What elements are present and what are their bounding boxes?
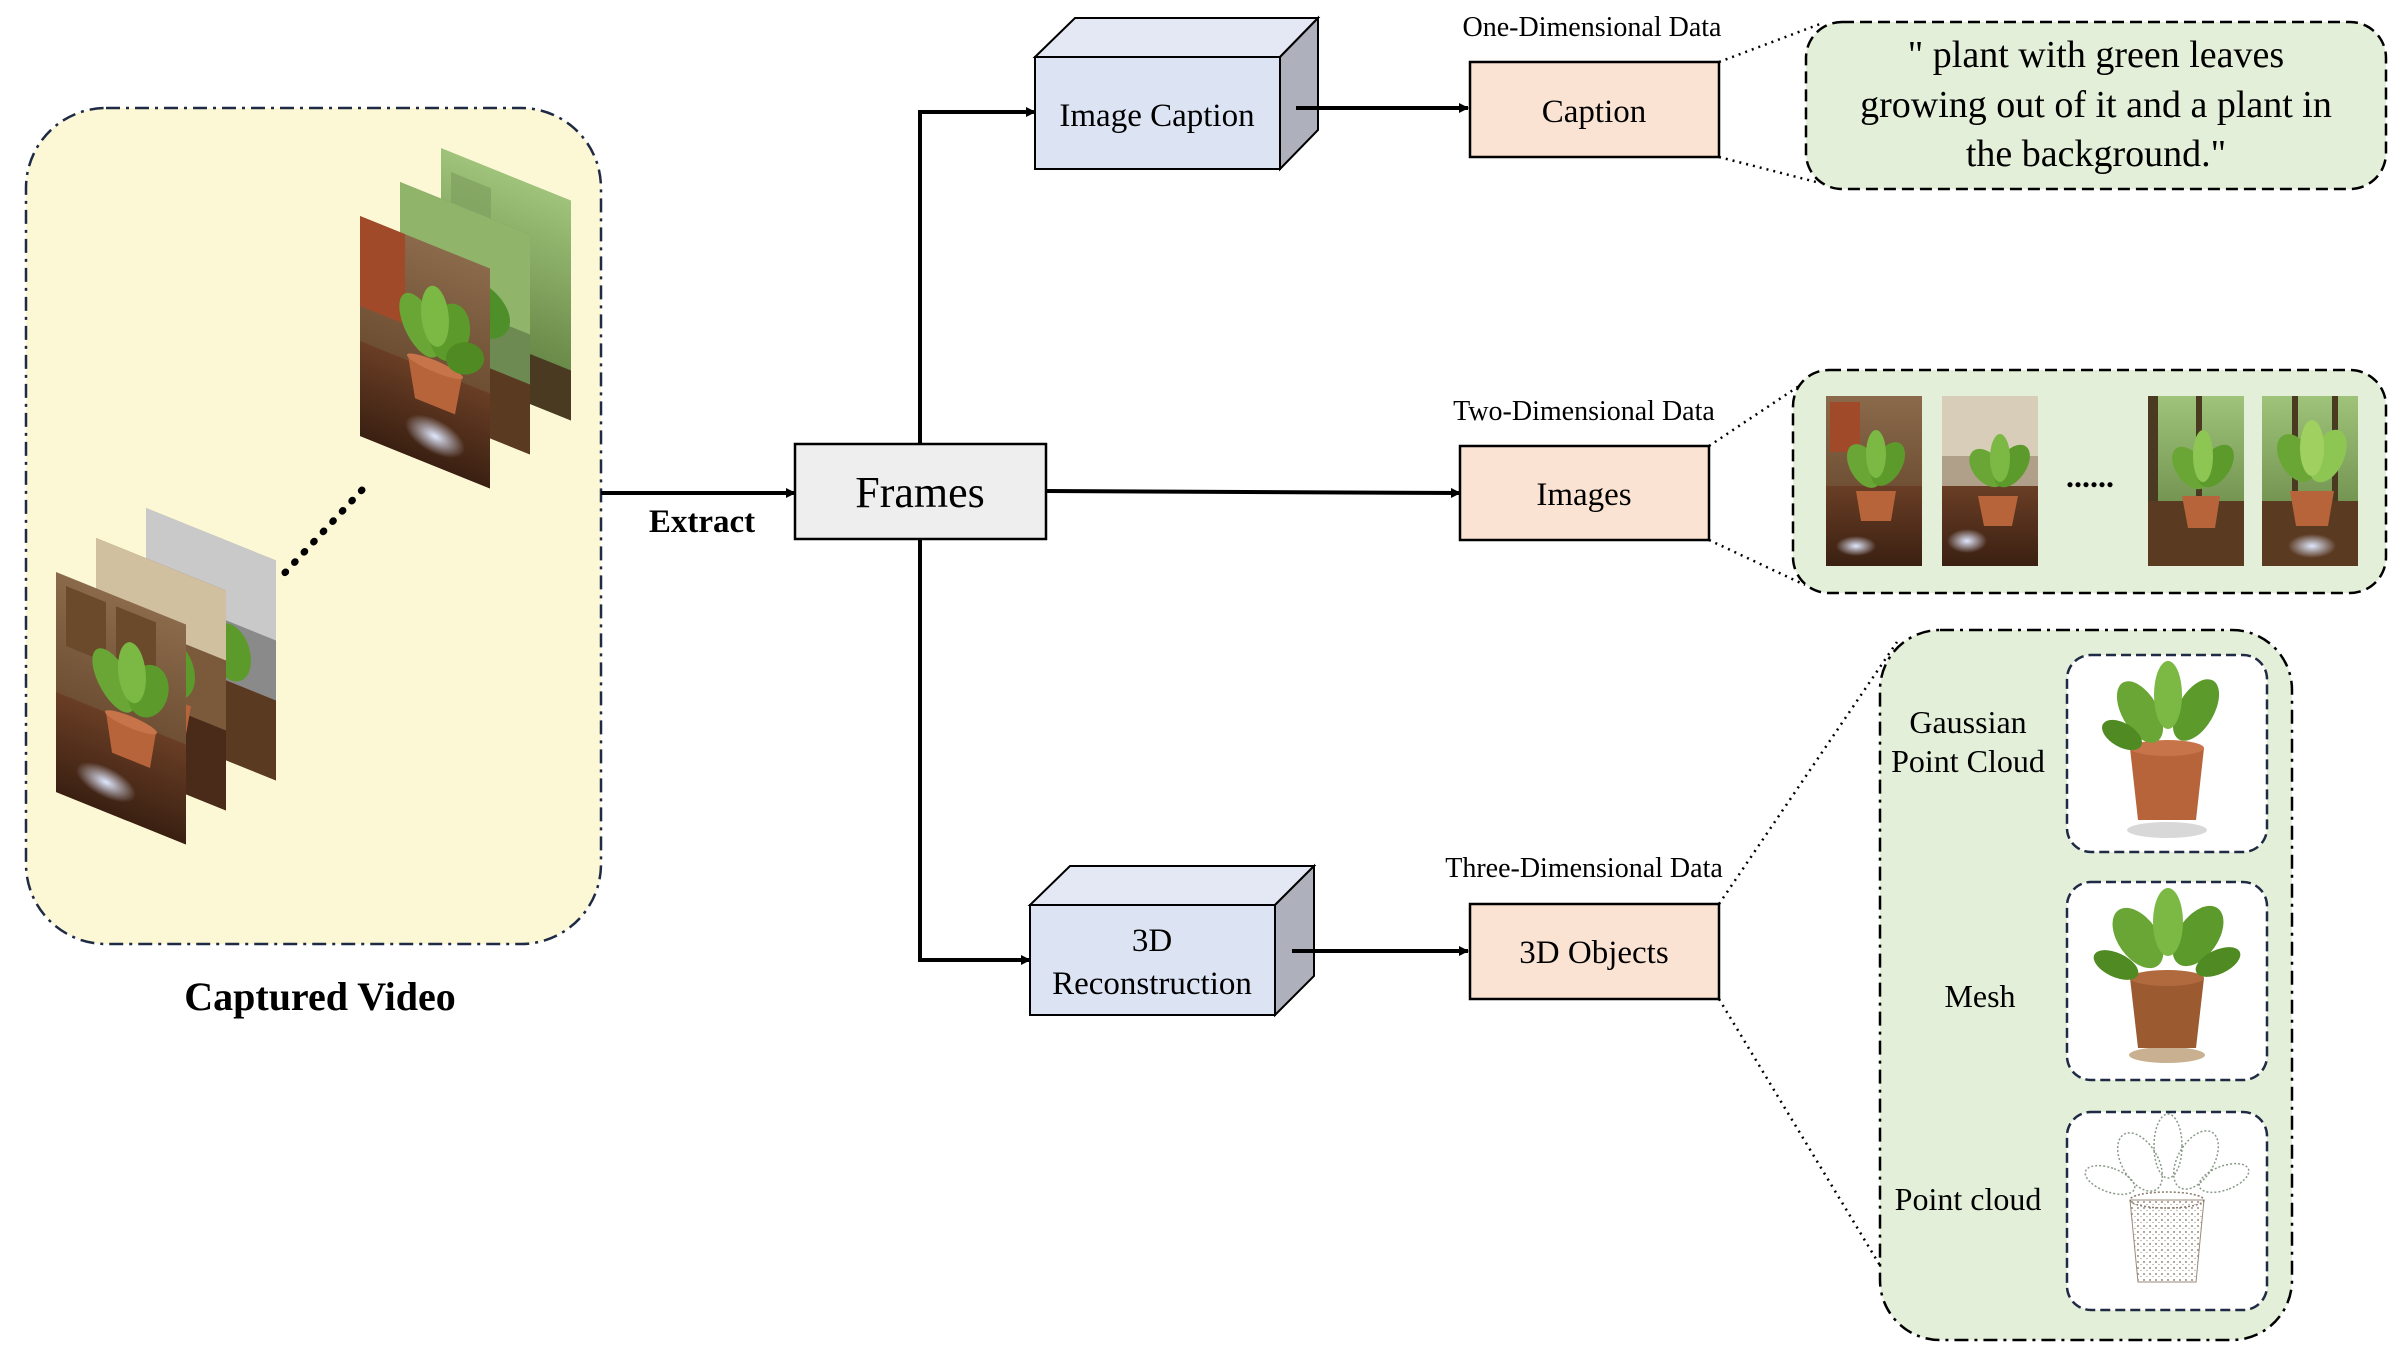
objects-zoom-line-top: [1717, 641, 1899, 905]
one-dimensional-heading: One-Dimensional Data: [1463, 12, 1722, 43]
extract-label: Extract: [649, 504, 755, 540]
images-ellipsis: ......: [2066, 458, 2114, 494]
image-thumbnail-4: [2262, 396, 2358, 566]
images-zoom-line-top: [1708, 380, 1806, 448]
video-frame-stack-upper: [360, 148, 571, 489]
gaussian-label-line1: Gaussian: [1909, 704, 2026, 740]
frames-to-reconstruction-connector: [918, 539, 1031, 965]
video-frame-stack-lower: [56, 508, 276, 845]
objects-data-box: 3D Objects: [1468, 902, 1721, 1001]
captured-video-panel: [24, 106, 603, 946]
frames-label: Frames: [855, 468, 985, 517]
video-frame-front-upper: [360, 215, 490, 489]
images-box-label: Images: [1536, 477, 1631, 513]
caption-text-line1: " plant with green leaves: [1908, 34, 2284, 76]
images-data-box: Images: [1458, 444, 1711, 542]
gaussian-point-cloud-thumbnail: [2065, 653, 2269, 854]
video-stack-ellipsis: [276, 486, 366, 582]
caption-text-panel: " plant with green leaves growing out of…: [1804, 20, 2388, 191]
mesh-label: Mesh: [1944, 978, 2015, 1014]
images-panel: ......: [1791, 368, 2388, 595]
frames-to-images-arrow: [1045, 487, 1461, 498]
image-caption-label: Image Caption: [1059, 98, 1254, 134]
mesh-thumbnail: [2065, 880, 2269, 1082]
images-zoom-line-bottom: [1708, 538, 1806, 587]
caption-data-box: Caption: [1468, 60, 1721, 159]
point-cloud-label: Point cloud: [1895, 1181, 2042, 1217]
reconstruction-box: 3D Reconstruction: [1027, 863, 1317, 1018]
point-cloud-thumbnail: [2065, 1110, 2269, 1312]
gaussian-label-line2: Point Cloud: [1891, 743, 2045, 779]
objects-panel: Gaussian Point Cloud Mesh Point cloud: [1878, 628, 2294, 1342]
caption-box-label: Caption: [1542, 94, 1647, 130]
video-frame-front-lower: [56, 572, 186, 845]
two-dimensional-heading: Two-Dimensional Data: [1453, 396, 1715, 427]
image-caption-box: Image Caption: [1032, 15, 1321, 172]
image-thumbnail-1: [1826, 396, 1922, 566]
frames-to-caption-connector: [918, 107, 1036, 444]
three-dimensional-heading: Three-Dimensional Data: [1445, 853, 1723, 884]
caption-text-line2: growing out of it and a plant in: [1860, 84, 2332, 126]
frames-box: Frames: [793, 442, 1048, 541]
caption-zoom-line-bottom: [1718, 155, 1821, 185]
objects-zoom-line-bottom: [1717, 998, 1892, 1283]
captured-video-label: Captured Video: [184, 974, 456, 1019]
image-thumbnail-3: [2148, 396, 2244, 566]
reconstruction-label-line1: 3D: [1132, 923, 1172, 959]
objects-box-label: 3D Objects: [1519, 935, 1668, 971]
image-thumbnail-2: [1942, 396, 2038, 566]
caption-text-line3: the background.": [1966, 133, 2226, 175]
reconstruction-label-line2: Reconstruction: [1052, 966, 1252, 1002]
